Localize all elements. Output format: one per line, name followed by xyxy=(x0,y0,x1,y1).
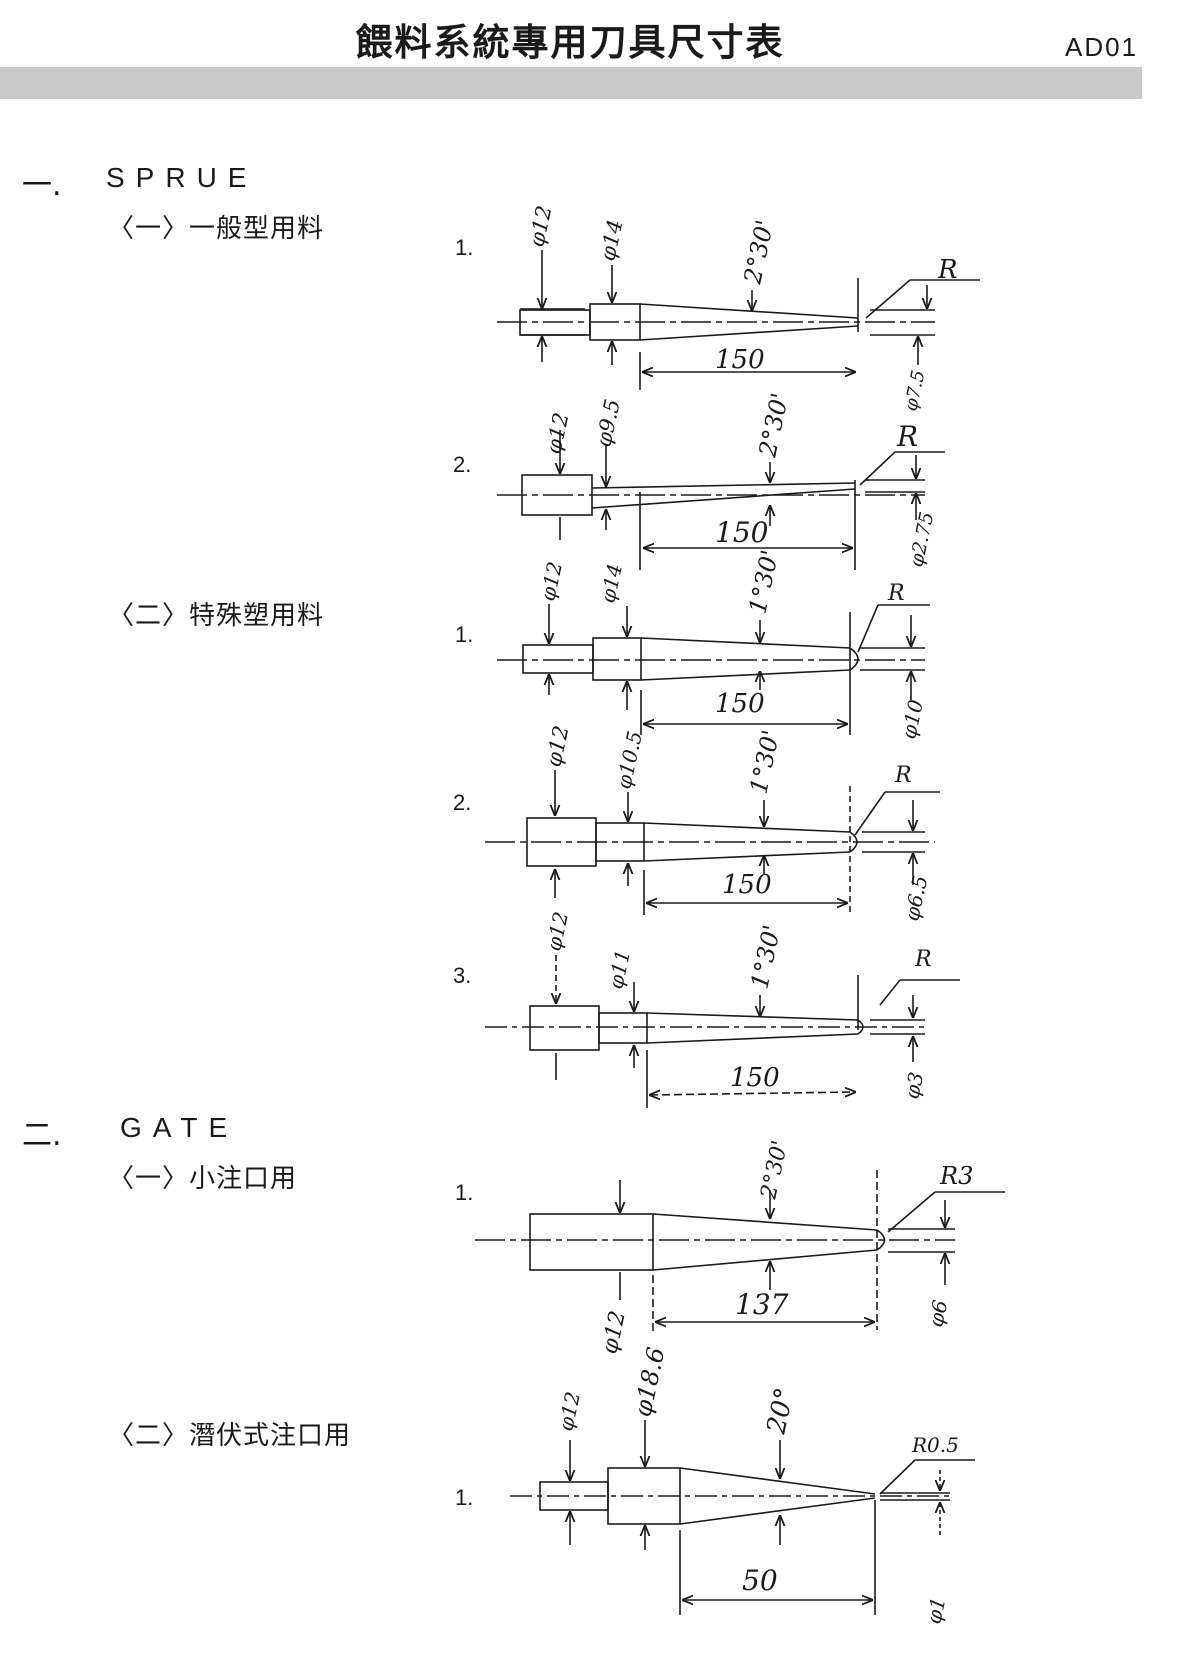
dim-d2: φ18.6 xyxy=(628,1345,670,1420)
dim-length: 150 xyxy=(730,1063,780,1093)
dim-length: 150 xyxy=(722,870,772,900)
dim-radius: R xyxy=(937,255,958,285)
item-number: 1. xyxy=(455,622,474,647)
dim-d2: φ11 xyxy=(603,947,635,991)
group-label-small-gate: 〈一〉小注口用 xyxy=(108,1164,298,1194)
header-bar xyxy=(0,67,1142,99)
dim-angle: 2°30' xyxy=(756,1138,793,1202)
drawing-gate-submarine-1 xyxy=(510,1420,975,1615)
dim-d1: φ12 xyxy=(541,411,573,457)
dim-tip: φ6.5 xyxy=(899,873,932,923)
dim-radius: R0.5 xyxy=(911,1433,959,1457)
item-number: 1. xyxy=(455,235,474,260)
dim-d2: φ9.5 xyxy=(591,397,624,449)
dim-angle: 1°30' xyxy=(743,547,784,616)
page-title: 餵料系統專用刀具尺寸表 xyxy=(355,21,785,64)
drawing-gate-small-1 xyxy=(475,1170,1005,1335)
drawing-sprue-special-2 xyxy=(485,770,940,915)
dim-radius: R xyxy=(887,581,905,606)
item-number: 2. xyxy=(453,790,472,815)
dim-length: 150 xyxy=(715,345,765,375)
item-number: 3. xyxy=(453,963,472,988)
dim-tip: φ2.75 xyxy=(905,510,938,569)
dim-d2: φ10.5 xyxy=(611,729,647,791)
dim-radius: R xyxy=(896,420,918,453)
dim-d1: φ12 xyxy=(535,559,567,603)
dim-angle: 1°30' xyxy=(745,922,786,991)
dim-tip: φ6 xyxy=(923,1298,952,1329)
group-label-submarine-gate: 〈二〉潛伏式注口用 xyxy=(108,1421,352,1451)
document-code: AD01 xyxy=(1065,32,1139,62)
dim-d1: φ12 xyxy=(553,1389,585,1433)
dim-tip: φ10 xyxy=(896,697,928,741)
section-number: 一. xyxy=(22,168,62,203)
item-number: 1. xyxy=(455,1485,474,1510)
section-number: 二. xyxy=(22,1118,62,1153)
item-number: 1. xyxy=(455,1180,474,1205)
section-title-sprue: SPRUE xyxy=(106,162,258,193)
dim-length: 50 xyxy=(742,1564,778,1597)
dim-tip: φ3 xyxy=(899,1070,928,1101)
dim-tip: φ7.5 xyxy=(900,368,929,413)
dimension-labels: φ12 φ14 2°30' 150 R φ7.5 φ12 φ9.5 2°30' … xyxy=(524,204,973,1627)
group-label-general: 〈一〉一般型用料 xyxy=(108,214,325,244)
group-label-special: 〈二〉特殊塑用料 xyxy=(108,601,325,631)
item-number: 2. xyxy=(453,452,472,477)
dim-radius: R xyxy=(914,947,932,972)
dim-radius: R xyxy=(894,763,912,788)
dim-radius: R3 xyxy=(939,1162,973,1190)
drawing-sprue-general-2 xyxy=(497,430,945,570)
dim-d1: φ12 xyxy=(524,204,556,250)
drawing-sprue-special-1 xyxy=(497,604,930,735)
dim-angle: 2°30' xyxy=(738,217,779,287)
dim-length: 150 xyxy=(715,689,765,719)
section-title-gate: GATE xyxy=(120,1112,239,1143)
dim-tip: φ1 xyxy=(921,1595,950,1626)
dim-length: 137 xyxy=(735,1288,789,1321)
dim-d1: φ12 xyxy=(541,909,573,953)
dim-length: 150 xyxy=(715,516,768,549)
dim-angle: 1°30' xyxy=(744,727,785,796)
dim-d1: φ12 xyxy=(597,1309,630,1357)
dim-d2: φ14 xyxy=(595,561,627,605)
dim-angle: 2°30' xyxy=(753,390,794,460)
dim-d1: φ12 xyxy=(541,724,573,770)
drawing-sprue-general-1 xyxy=(497,250,980,390)
dim-angle: 20° xyxy=(761,1385,800,1437)
drawing-sprue-special-3 xyxy=(485,955,960,1108)
dim-d2: φ14 xyxy=(595,218,627,264)
